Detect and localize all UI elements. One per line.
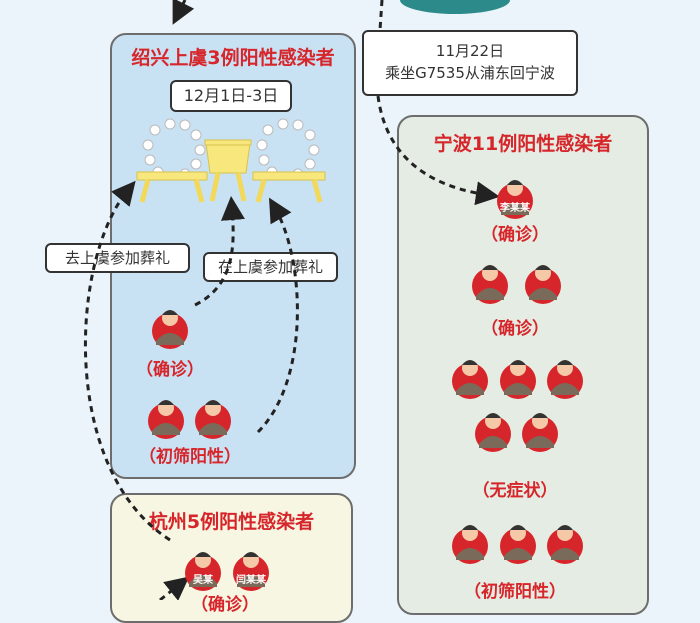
avatar-ningbo: [521, 255, 565, 305]
shaoxing-title: 绍兴上虞3例阳性感染者: [131, 47, 335, 69]
avatar-ningbo: [471, 403, 515, 453]
note-went-to-funeral: 去上虞参加葬礼: [45, 243, 190, 273]
avatar-ningbo: [518, 403, 562, 453]
note-train: 11月22日 乘坐G7535从浦东回宁波: [362, 30, 578, 96]
train-date: 11月22日: [435, 42, 505, 60]
avatar-shaoxing-screen-2: [191, 390, 235, 440]
avatar-ningbo: [468, 255, 512, 305]
avatar-shaoxing-screen-1: [144, 390, 188, 440]
avatar-ningbo: [543, 350, 587, 400]
status-shaoxing-confirmed: （确诊）: [136, 360, 204, 380]
status-hangzhou-confirmed: （确诊）: [191, 595, 259, 615]
avatar-li: 李某某: [493, 170, 537, 220]
hangzhou-title: 杭州5例阳性感染者: [148, 511, 315, 533]
arrow-top-left: [172, 0, 195, 25]
note-at-funeral: 在上虞参加葬礼: [203, 252, 338, 282]
avatar-ningbo: [543, 515, 587, 565]
train-desc: 乘坐G7535从浦东回宁波: [385, 64, 555, 82]
status-ningbo-asymptomatic: （无症状）: [472, 481, 558, 501]
ningbo-title: 宁波11例阳性感染者: [433, 133, 613, 155]
status-ningbo-confirmed-1: （确诊）: [481, 225, 549, 245]
train-icon: [400, 0, 510, 14]
avatar-wu: 吴某: [181, 542, 225, 592]
funeral-date: 12月1日-3日: [170, 80, 292, 112]
status-ningbo-confirmed-2: （确诊）: [481, 319, 549, 339]
avatar-yan: 闫某某: [229, 542, 273, 592]
avatar-ningbo: [448, 350, 492, 400]
avatar-ningbo: [496, 350, 540, 400]
avatar-ningbo: [496, 515, 540, 565]
status-shaoxing-screen: （初筛阳性）: [139, 447, 241, 467]
avatar-shaoxing-confirmed: [148, 300, 192, 350]
avatar-ningbo: [448, 515, 492, 565]
status-ningbo-screen: （初筛阳性）: [464, 582, 566, 602]
